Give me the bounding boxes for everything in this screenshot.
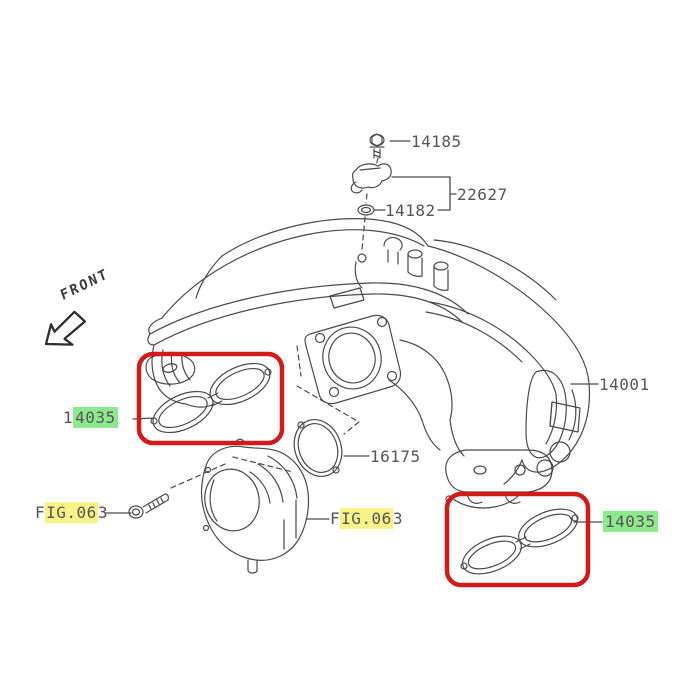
fig-ref-suffix: 3 — [392, 509, 403, 528]
part-number-22627: 22627 — [457, 185, 508, 204]
manifold-gasket-left-illustration — [150, 362, 272, 434]
part-number-highlighted[interactable]: 4035 — [73, 407, 118, 428]
intake-manifold-illustration — [145, 218, 591, 509]
part-label-14001: 14001 — [599, 375, 650, 395]
fig-ref-prefix: F — [35, 503, 46, 522]
part-number-16175: 16175 — [370, 447, 421, 466]
part-number-14001: 14001 — [599, 375, 650, 394]
part-number-14182: 14182 — [385, 201, 436, 220]
fig-reference-left[interactable]: FIG.063 — [35, 502, 108, 523]
part-label-14185: 14185 — [411, 132, 462, 152]
part-number-prefix: 1 — [63, 408, 74, 427]
manifold-gasket-right-illustration — [460, 508, 579, 575]
part-label-22627: 22627 — [457, 185, 508, 205]
part-label-14035-right[interactable]: 14035 — [603, 511, 658, 532]
callout-box-gasket-left — [136, 351, 285, 446]
part-number-14185: 14185 — [411, 132, 462, 151]
fig-ref-highlighted[interactable]: IG.06 — [45, 502, 98, 523]
front-arrow-icon — [44, 310, 87, 346]
fig-ref-prefix: F — [330, 509, 341, 528]
leader-lines — [104, 140, 603, 523]
alignment-dashed-lines — [170, 157, 379, 489]
oring-14182-illustration — [357, 204, 375, 216]
fig-reference-right[interactable]: FIG.063 — [330, 508, 403, 529]
part-label-14182: 14182 — [385, 201, 436, 221]
callout-box-gasket-right — [444, 491, 591, 588]
screw-illustration — [128, 493, 169, 519]
bolt-14185-illustration — [369, 133, 385, 159]
part-number-highlighted[interactable]: 14035 — [603, 511, 658, 532]
sensor-22627-illustration — [350, 163, 392, 194]
fig-ref-highlighted[interactable]: IG.06 — [340, 508, 393, 529]
throttle-gasket-16175-illustration — [293, 419, 343, 477]
throttle-body-illustration — [200, 438, 310, 574]
part-label-16175: 16175 — [370, 447, 421, 467]
fig-ref-suffix: 3 — [97, 503, 108, 522]
